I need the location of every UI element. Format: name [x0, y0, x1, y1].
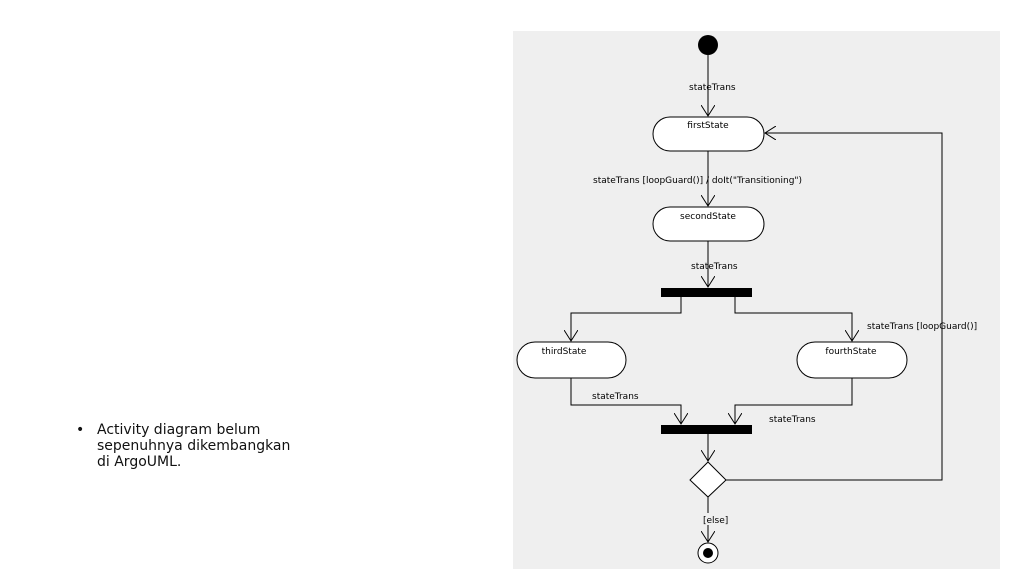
bullet-marker: • — [76, 422, 85, 438]
activity-diagram: stateTrans firstState stateTrans [loopGu… — [516, 35, 977, 564]
label-third-to-join: stateTrans — [592, 392, 639, 402]
state-first-label: firstState — [687, 121, 729, 131]
state-second-label: secondState — [680, 212, 736, 222]
label-first-to-second: stateTrans [loopGuard()] / doIt("Transit… — [593, 176, 802, 186]
join-bar — [661, 425, 752, 434]
edge-loop-back — [726, 133, 943, 481]
label-loop-back: stateTrans [loopGuard()] — [867, 322, 977, 332]
edge-fork-to-third — [571, 297, 682, 341]
label-second-to-fork: stateTrans — [691, 262, 738, 272]
diagram-canvas: stateTrans firstState stateTrans [loopGu… — [513, 31, 1000, 569]
edge-fork-to-fourth — [734, 297, 852, 341]
fork-bar — [661, 288, 752, 297]
label-fourth-to-join: stateTrans — [769, 415, 816, 425]
bullet-text: Activity diagram belum sepenuhnya dikemb… — [97, 422, 291, 470]
label-initial-to-first: stateTrans — [689, 83, 736, 93]
initial-node — [698, 35, 718, 55]
label-else-mask — [702, 513, 736, 525]
state-third-label: thirdState — [542, 347, 587, 357]
final-node-inner — [703, 548, 713, 558]
edge-fourth-to-join — [735, 378, 853, 424]
edge-third-to-join — [570, 378, 681, 424]
label-decision-to-final: [else] — [703, 516, 728, 526]
state-fourth-label: fourthState — [825, 347, 877, 357]
decision-node — [689, 461, 727, 498]
